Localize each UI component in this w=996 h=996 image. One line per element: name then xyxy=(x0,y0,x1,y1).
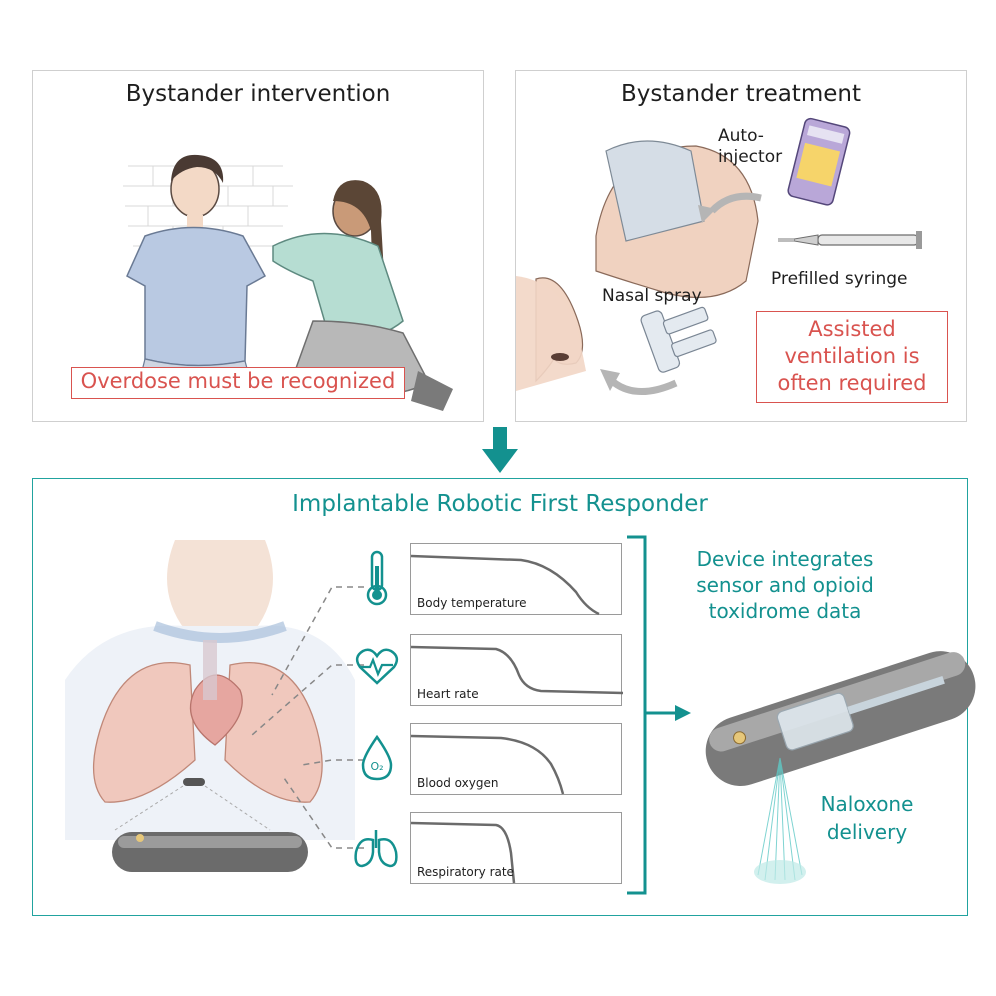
ventilation-warning-box: Assisted ventilation is often required xyxy=(756,311,948,403)
robotic-device-illustration xyxy=(705,651,976,884)
leader-lines xyxy=(251,586,364,849)
thermometer-icon xyxy=(366,550,388,606)
implant-capsule xyxy=(112,832,308,872)
heart-rate-curve xyxy=(410,645,624,695)
down-arrow-icon xyxy=(482,427,518,473)
nasal-spray-label: Nasal spray xyxy=(602,286,702,306)
oxygen-label: O₂ xyxy=(370,760,383,773)
torso-illustration xyxy=(65,540,355,840)
graph-body-temperature: Body temperature xyxy=(410,543,622,616)
robotic-first-responder-panel: Implantable Robotic First Responder xyxy=(32,478,968,916)
lungs-icon xyxy=(354,830,398,868)
integrates-text: Device integrates sensor and opioid toxi… xyxy=(696,547,874,623)
graph-respiratory-rate: Respiratory rate xyxy=(410,812,622,884)
respiratory-rate-curve xyxy=(410,821,516,884)
main-title: Implantable Robotic First Responder xyxy=(292,491,708,517)
bystander-intervention-panel: Bystander intervention Overdose must be … xyxy=(32,70,484,422)
auto-injector-label: Auto- injector xyxy=(718,126,783,167)
blood-oxygen-curve xyxy=(410,734,565,795)
temperature-curve xyxy=(410,554,600,616)
man-shirt xyxy=(126,226,267,367)
nasal-spray-icon xyxy=(640,306,717,373)
heart-pulse-icon xyxy=(355,648,399,685)
oxygen-drop-icon: O₂ xyxy=(361,734,393,781)
syringe-label: Prefilled syringe xyxy=(771,269,908,289)
syringe-icon xyxy=(778,231,922,249)
integration-bracket xyxy=(627,535,691,895)
bystander-treatment-panel: Bystander treatment xyxy=(515,70,967,422)
graph-heart-rate: Heart rate xyxy=(410,634,624,706)
graph-label: Heart rate xyxy=(417,687,479,701)
left-lung xyxy=(92,661,196,803)
graph-label: Respiratory rate xyxy=(417,865,514,879)
overdose-warning-box: Overdose must be recognized xyxy=(71,367,405,399)
treatment-illustration xyxy=(516,117,922,395)
graph-label: Blood oxygen xyxy=(417,776,499,790)
graph-label: Body temperature xyxy=(417,596,527,610)
auto-injector-icon xyxy=(787,117,851,206)
graph-blood-oxygen: Blood oxygen xyxy=(410,723,622,795)
bystander-illustration xyxy=(123,154,453,411)
panel-title: Bystander intervention xyxy=(125,81,391,107)
panel-title: Bystander treatment xyxy=(621,81,861,107)
delivery-text: Naloxone delivery xyxy=(820,792,914,844)
right-lung xyxy=(224,661,323,803)
